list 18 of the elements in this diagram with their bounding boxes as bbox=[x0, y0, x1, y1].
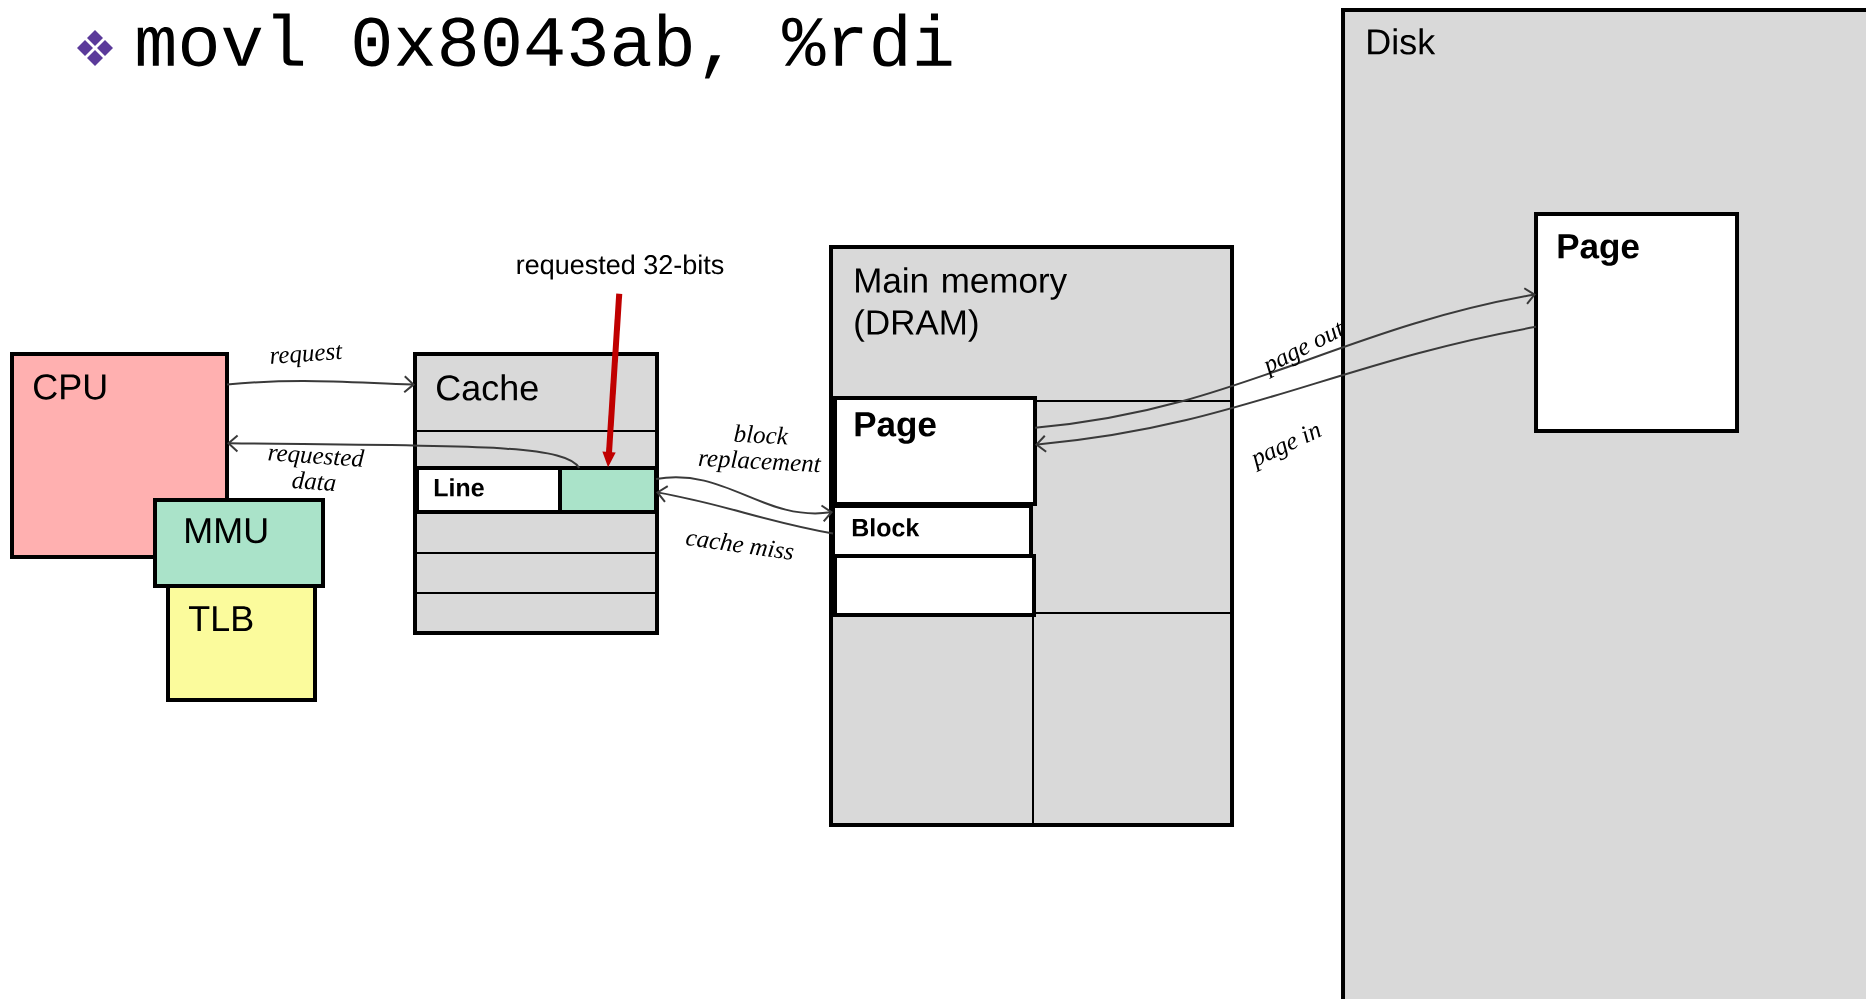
block-box: Block bbox=[831, 504, 1033, 558]
arrow bbox=[656, 485, 834, 535]
arrow bbox=[1035, 325, 1537, 453]
edge-label: requested data bbox=[268, 448, 365, 491]
arrow bbox=[655, 476, 833, 523]
memory-slot bbox=[833, 554, 1036, 617]
arrow bbox=[1034, 287, 1537, 429]
edge-label: page in bbox=[1252, 425, 1323, 473]
edge-label: block replacement bbox=[698, 424, 822, 473]
mmu-box: MMU bbox=[153, 498, 325, 588]
edge-label: request bbox=[270, 344, 343, 368]
page-box: Page bbox=[1534, 212, 1739, 433]
requested-label: requested 32-bits bbox=[517, 254, 724, 280]
tlb-box: TLB bbox=[166, 584, 317, 702]
arrow bbox=[227, 434, 581, 469]
edge-label: cache miss bbox=[686, 532, 794, 560]
code-title: movl 0x8043ab, %rdi bbox=[137, 13, 952, 79]
arrow bbox=[226, 375, 415, 394]
